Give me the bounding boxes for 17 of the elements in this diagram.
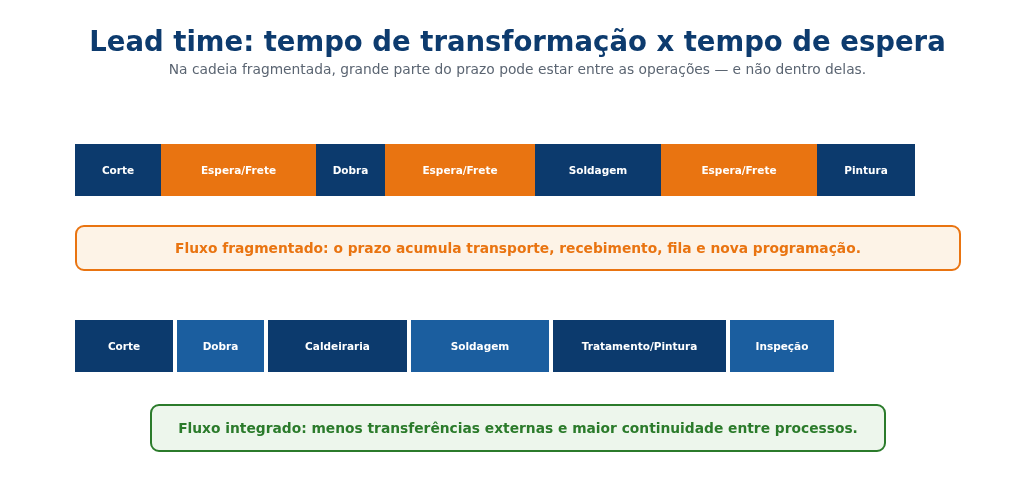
subtitle-text: Na cadeia fragmentada, grande parte do prazo pode estar entre as operações — e não dentro delas. <box>167 61 868 77</box>
process-segment: Corte <box>75 320 173 372</box>
wait-segment: Espera/Frete <box>385 144 535 196</box>
wait-segment: Espera/Frete <box>161 144 316 196</box>
process-segment: Inspeção <box>730 320 834 372</box>
process-segment: Caldeiraria <box>268 320 407 372</box>
process-segment: Corte <box>75 144 161 196</box>
process-segment: Dobra <box>177 320 264 372</box>
diagram-title: Lead time: tempo de transformação x tempo de espera <box>88 25 947 57</box>
process-segment: Pintura <box>817 144 915 196</box>
callout-box: Fluxo fragmentado: o prazo acumula transporte, recebimento, fila e nova programação. <box>75 225 961 271</box>
process-segment: Soldagem <box>535 144 661 196</box>
callout-box: Fluxo integrado: menos transferências externas e maior continuidade entre processos. <box>150 404 886 452</box>
process-segment: Tratamento/Pintura <box>553 320 726 372</box>
process-segment: Dobra <box>316 144 385 196</box>
process-segment: Soldagem <box>411 320 549 372</box>
wait-segment: Espera/Frete <box>661 144 817 196</box>
